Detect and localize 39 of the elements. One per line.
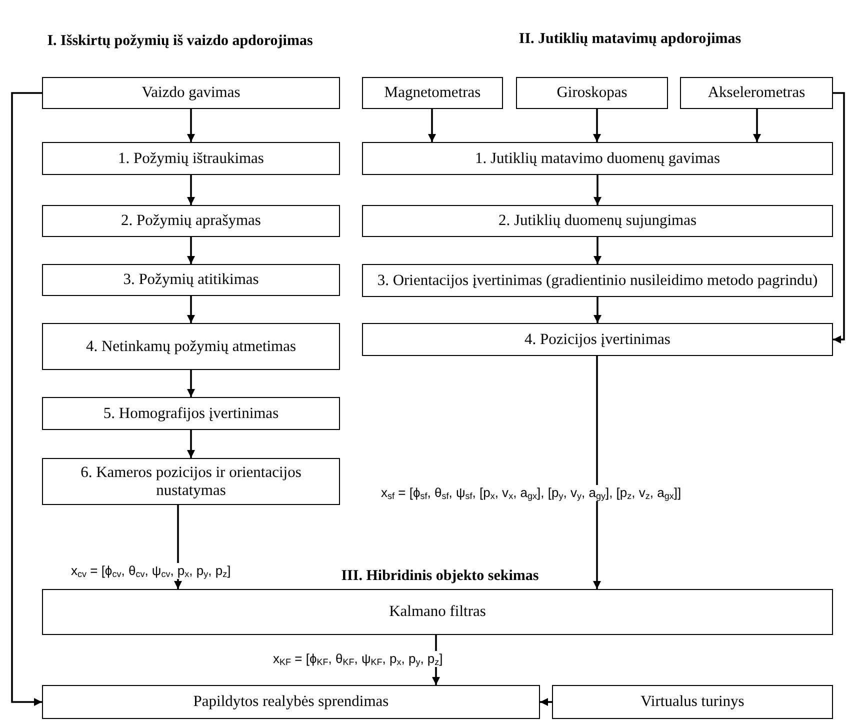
- section-heading: III. Hibridinis objekto sekimas: [340, 567, 540, 585]
- arrow: [187, 109, 195, 142]
- arrow: [187, 296, 195, 323]
- process-box: 3. Požymių atitikimas: [42, 264, 340, 296]
- arrow: [753, 109, 761, 142]
- process-box: 1. Jutiklių matavimo duomenų gavimas: [362, 142, 833, 175]
- section-heading: II. Jutiklių matavimų apdorojimas: [518, 30, 742, 48]
- arrow: [540, 698, 552, 706]
- edge-label: x$_{KF}$ = [ϕ$_{KF}$, θ$_{KF}$, ψ$_{KF}$, p$_{x}$, p$_{y}$, p$_{z}$]: [272, 651, 444, 667]
- process-box: Magnetometras: [362, 77, 503, 109]
- process-box: 4. Netinkamų požymių atmetimas: [42, 323, 340, 370]
- arrow: [594, 297, 602, 323]
- arrow: [11, 92, 42, 706]
- arrow: [187, 430, 195, 458]
- process-box: 1. Požymių ištraukimas: [42, 142, 340, 175]
- edge-label: x$_{sf}$ = [ϕ$_{sf}$, θ$_{sf}$, ψ$_{sf}$, [p$_{x}$, v$_{x}$, a$_{gx}$], [p$_{y}$, v$_{y}$, a$_{gy}$], [p$_{z}$, v$_{z}$, a$_{gx}$]]: [380, 485, 682, 501]
- process-box: 6. Kameros pozicijos ir orientacijos nustatymas: [42, 458, 340, 505]
- process-box: Vaizdo gavimas: [42, 77, 340, 109]
- arrow: [187, 370, 195, 397]
- process-box: 4. Pozicijos įvertinimas: [362, 323, 833, 356]
- arrow: [428, 109, 436, 142]
- process-box: 2. Požymių aprašymas: [42, 205, 340, 237]
- process-box: Akselerometras: [680, 77, 833, 109]
- process-box: 5. Homografijos įvertinimas: [42, 397, 340, 430]
- arrow: [187, 237, 195, 264]
- process-box: Virtualus turinys: [552, 685, 833, 719]
- arrow: [833, 92, 845, 344]
- arrow: [594, 237, 602, 264]
- process-box: Papildytos realybės sprendimas: [42, 685, 540, 719]
- process-box: Kalmano filtras: [42, 589, 833, 635]
- arrow: [187, 175, 195, 205]
- edge-label: x$_{cv}$ = [ϕ$_{cv}$, θ$_{cv}$, ψ$_{cv}$, p$_{x}$, p$_{y}$, p$_{z}$]: [70, 563, 232, 579]
- process-box: Giroskopas: [516, 77, 668, 109]
- arrow: [593, 109, 601, 142]
- process-box: 3. Orientacijos įvertinimas (gradientinio nusileidimo metodo pagrindu): [362, 264, 833, 297]
- arrow: [594, 175, 602, 205]
- process-box: 2. Jutiklių duomenų sujungimas: [362, 205, 833, 237]
- arrow: [593, 356, 601, 589]
- section-heading: I. Išskirtų požymių iš vaizdo apdorojimas: [46, 32, 314, 50]
